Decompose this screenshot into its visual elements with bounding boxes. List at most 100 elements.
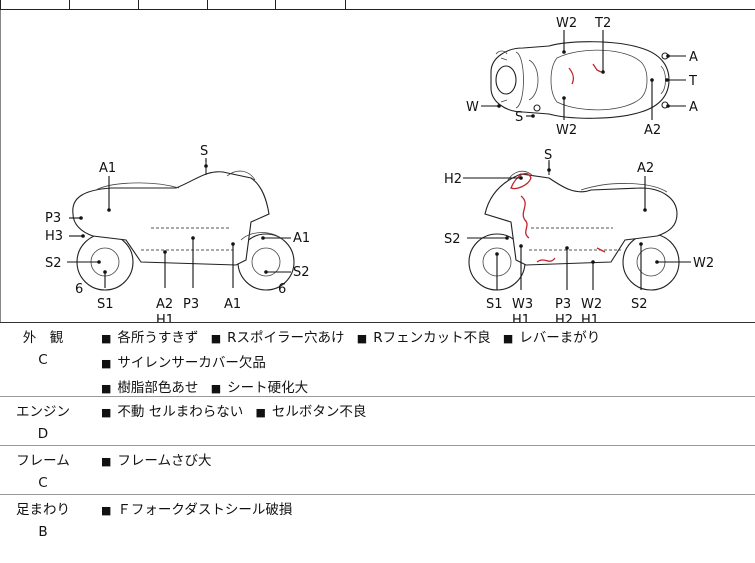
right-view-label: P3: [555, 297, 571, 312]
left-view-label: H1: [156, 313, 174, 322]
bullet-square-icon: ■: [101, 406, 112, 419]
right-view-seat: [580, 183, 668, 193]
left-view-label: S1: [97, 297, 114, 312]
bullet-square-icon: ■: [101, 504, 112, 517]
bullet-square-icon: ■: [101, 357, 112, 370]
left-view-screen: [226, 170, 256, 181]
note-item: ■Rスポイラー穴あけ: [210, 330, 345, 346]
top-view-label: A: [689, 50, 698, 65]
grade-value: C: [38, 475, 48, 491]
condition-category: 足まわり B: [0, 495, 86, 543]
right-view-label: H1: [512, 313, 530, 322]
right-view-damage-mark: [510, 172, 532, 190]
header-cell: [207, 0, 208, 9]
top-view-mirror-l: [495, 50, 508, 55]
right-view-label: W3: [512, 297, 533, 312]
left-view-label: S2: [45, 256, 62, 271]
right-view-screen: [506, 170, 534, 183]
bullet-square-icon: ■: [356, 332, 368, 345]
header-cell: [0, 0, 1, 9]
top-view-label: S: [515, 110, 523, 125]
left-view-label: P3: [45, 211, 61, 226]
top-view-damage-mark: [568, 67, 575, 85]
category-label: フレーム: [16, 453, 70, 469]
top-view-label: A2: [644, 123, 661, 138]
left-view-label: 6: [278, 282, 286, 297]
note-item: ■シート硬化大: [210, 380, 309, 396]
note-item: ■不動 セルまわらない: [101, 404, 244, 420]
header-cell: [69, 0, 70, 9]
left-view-seat: [95, 182, 180, 191]
top-view-seat: [550, 49, 648, 111]
note-item: ■フレームさび大: [101, 453, 212, 469]
header-table-edge: [0, 0, 755, 10]
right-view-label: S: [544, 148, 552, 163]
condition-category: 外 観 C: [0, 323, 86, 371]
condition-notes: ■各所うすきず ■Rスポイラー穴あけ ■Rフェンカット不良 ■レバーまがり ■サ…: [101, 323, 749, 401]
note-item: ■サイレンサーカバー欠品: [101, 355, 266, 371]
top-view-label: W2: [556, 123, 577, 138]
right-view-label: H2: [444, 172, 462, 187]
top-view: W2 T2 A T A W S W2 A2: [466, 16, 698, 138]
note-item: ■各所うすきず: [101, 330, 199, 346]
category-label: 外 観: [22, 330, 64, 346]
bullet-square-icon: ■: [210, 332, 222, 345]
header-cell: [138, 0, 139, 9]
top-view-headlight: [495, 65, 517, 95]
note-item: ■レバーまがり: [502, 330, 601, 346]
grade-value: D: [37, 426, 49, 442]
right-view-label: S2: [444, 232, 461, 247]
bullet-square-icon: ■: [101, 455, 112, 468]
right-side-view: H2 S A2 S2 S1 W3 H1 P3 H2 W2 H1 S2 W2: [444, 148, 714, 322]
left-view-label: S2: [293, 265, 310, 280]
condition-notes: ■不動 セルまわらない ■セルボタン不良: [101, 397, 749, 425]
left-view-label: H3: [45, 229, 63, 244]
condition-category: フレーム C: [0, 446, 86, 494]
bullet-square-icon: ■: [210, 382, 222, 395]
bullet-square-icon: ■: [502, 332, 514, 345]
grade-value: B: [38, 524, 48, 540]
category-label: 足まわり: [16, 502, 70, 518]
right-view-damage-mark: [596, 247, 606, 253]
header-cell: [345, 0, 346, 9]
condition-category: エンジン D: [0, 397, 86, 445]
top-view-damage-mark: [592, 63, 602, 73]
top-view-label: T2: [594, 16, 611, 31]
bullet-square-icon: ■: [101, 382, 112, 395]
top-view-screen: [528, 59, 539, 101]
damage-diagram-panel: W2 T2 A T A W S W2 A2: [0, 10, 755, 322]
right-view-label: H2: [555, 313, 573, 322]
left-view-label: A2: [156, 297, 173, 312]
header-cell: [275, 0, 276, 9]
condition-notes: ■フレームさび大: [101, 446, 749, 474]
right-view-label: S2: [631, 297, 648, 312]
right-view-label: W2: [581, 297, 602, 312]
condition-table: 外 観 C ■各所うすきず ■Rスポイラー穴あけ ■Rフェンカット不良 ■レバー…: [0, 322, 755, 563]
note-item: ■樹脂部色あせ: [101, 380, 199, 396]
damage-diagram: W2 T2 A T A W S W2 A2: [45, 16, 714, 322]
condition-notes: ■Ｆフォークダストシール破損: [101, 495, 749, 523]
left-view-label: A1: [224, 297, 241, 312]
grade-value: C: [38, 352, 48, 368]
top-view-label: A: [689, 100, 698, 115]
note-item: ■Rフェンカット不良: [356, 330, 491, 346]
top-view-front-signal: [533, 104, 541, 112]
left-view-body: [72, 171, 270, 266]
left-side-view: A1 S P3 H3 S2 6 S1 A2 H1 P3 A1 6 S2 A1: [45, 144, 310, 322]
condition-row-exterior: 外 観 C ■各所うすきず ■Rスポイラー穴あけ ■Rフェンカット不良 ■レバー…: [0, 323, 755, 397]
right-view-damage-mark: [520, 195, 530, 239]
right-view-label: H1: [581, 313, 599, 322]
left-view-label: A1: [99, 161, 116, 176]
top-view-label: T: [688, 74, 697, 89]
right-view-floor: [529, 227, 621, 251]
bullet-square-icon: ■: [255, 406, 266, 419]
bullet-square-icon: ■: [101, 332, 112, 345]
note-item: ■セルボタン不良: [255, 404, 367, 420]
right-view-body: [484, 173, 678, 266]
condition-row-suspension: 足まわり B ■Ｆフォークダストシール破損: [0, 495, 755, 563]
left-view-label: P3: [183, 297, 199, 312]
top-view-label: W: [466, 100, 479, 115]
left-view-label: 6: [75, 282, 83, 297]
note-item: ■Ｆフォークダストシール破損: [101, 502, 293, 518]
